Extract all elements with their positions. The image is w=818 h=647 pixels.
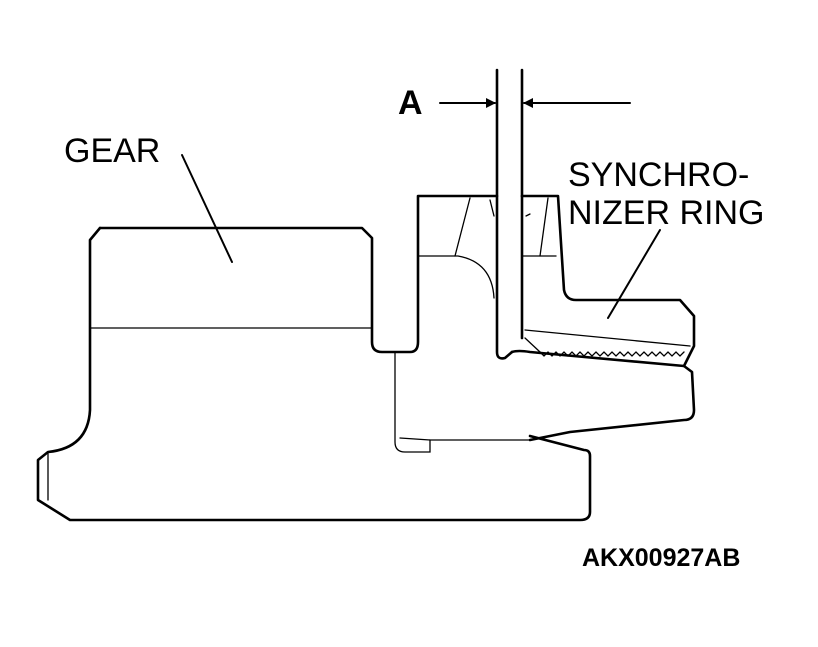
gear-body bbox=[36, 194, 592, 522]
gear-callout: GEAR bbox=[64, 132, 233, 263]
dimension-a: A bbox=[398, 68, 631, 198]
synchro-label-line2: NIZER RING bbox=[568, 194, 764, 232]
synchro-callout: SYNCHRO- NIZER RING bbox=[568, 156, 764, 319]
gear-leader-line bbox=[181, 154, 233, 263]
gear-label: GEAR bbox=[64, 132, 160, 170]
synchronizer-ring bbox=[510, 194, 696, 442]
synchro-leader-line bbox=[607, 229, 661, 319]
figure-code: AKX00927AB bbox=[582, 544, 740, 572]
synchro-label-line1: SYNCHRO- bbox=[568, 156, 749, 194]
dimension-label: A bbox=[398, 84, 423, 122]
